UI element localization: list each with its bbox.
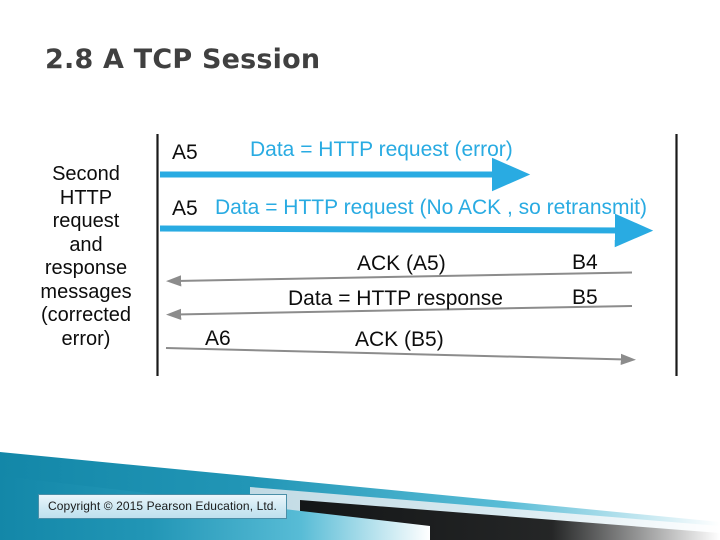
message-2-seq-label: A5 [172,197,198,220]
message-1-text-label: Data = HTTP request (error) [250,138,513,161]
caption-line: (corrected [40,304,132,326]
message-2-text-label: Data = HTTP request (No ACK , so retrans… [215,196,648,219]
caption-line: messages [40,280,132,303]
caption-line: HTTP [59,186,113,209]
message-4-seq-label: B5 [572,286,598,309]
message-3-text-label: ACK (A5) [357,252,446,275]
message-arrow-2 [159,213,654,248]
diagram-caption: Second HTTP request and response message… [22,163,150,351]
banner-graphics [0,452,720,540]
caption-line: error) [61,327,111,350]
caption-line: request [52,210,120,232]
caption-line: and [69,233,103,256]
message-5-seq-label: A6 [205,327,231,350]
caption-line: Second [52,163,120,185]
message-arrow-3 [166,271,633,287]
message-arrow-5 [165,347,636,365]
footer-banner [0,430,720,540]
message-arrow-4 [166,305,633,321]
message-4-text-label: Data = HTTP response [288,287,503,310]
copyright-notice: Copyright © 2015 Pearson Education, Ltd. [38,494,287,519]
message-3-seq-label: B4 [572,251,598,274]
caption-line: response [44,257,128,279]
message-5-text-label: ACK (B5) [355,328,444,351]
tcp-session-sequence-diagram: Second HTTP request and response message… [22,134,678,376]
message-1-seq-label: A5 [172,141,198,164]
sequence-diagram-graphics [156,134,678,376]
page-title: 2.8 A TCP Session [45,44,321,75]
